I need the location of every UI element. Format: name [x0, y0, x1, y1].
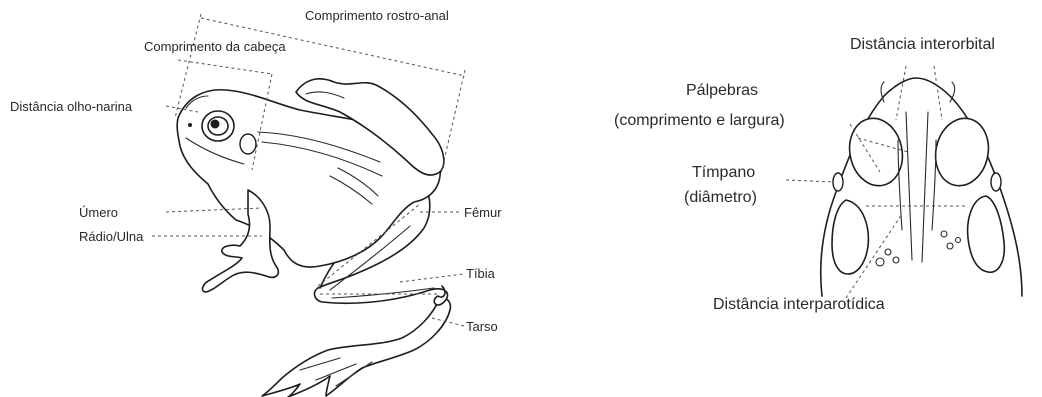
nostril-icon	[188, 123, 192, 127]
label-eye-nostril-distance: Distância olho-narina	[10, 99, 133, 114]
label-interparotoid-distance: Distância interparotídica	[713, 296, 885, 313]
label-tympanum-detail: (diâmetro)	[684, 189, 757, 206]
frog-side-view	[177, 79, 450, 397]
label-eyelids: Pálpebras	[686, 82, 758, 99]
label-snout-vent-length: Comprimento rostro-anal	[305, 8, 449, 23]
label-radius-ulna: Rádio/Ulna	[79, 229, 144, 244]
label-tarsus: Tarso	[466, 319, 498, 334]
label-tympanum: Tímpano	[692, 164, 755, 181]
label-humerus: Úmero	[79, 205, 118, 220]
label-tibia: Tíbia	[466, 266, 496, 281]
label-head-length: Comprimento da cabeça	[144, 39, 286, 54]
right-tympanum-icon	[991, 173, 1001, 191]
left-tympanum-icon	[833, 173, 843, 191]
label-interorbital-distance: Distância interorbital	[850, 36, 995, 53]
label-eyelids-detail: (comprimento e largura)	[614, 112, 785, 129]
frog-hind-foot	[262, 298, 450, 397]
label-femur: Fêmur	[464, 205, 502, 220]
frog-head-dorsal-view	[821, 78, 1022, 296]
frog-tympanum-icon	[240, 134, 256, 154]
